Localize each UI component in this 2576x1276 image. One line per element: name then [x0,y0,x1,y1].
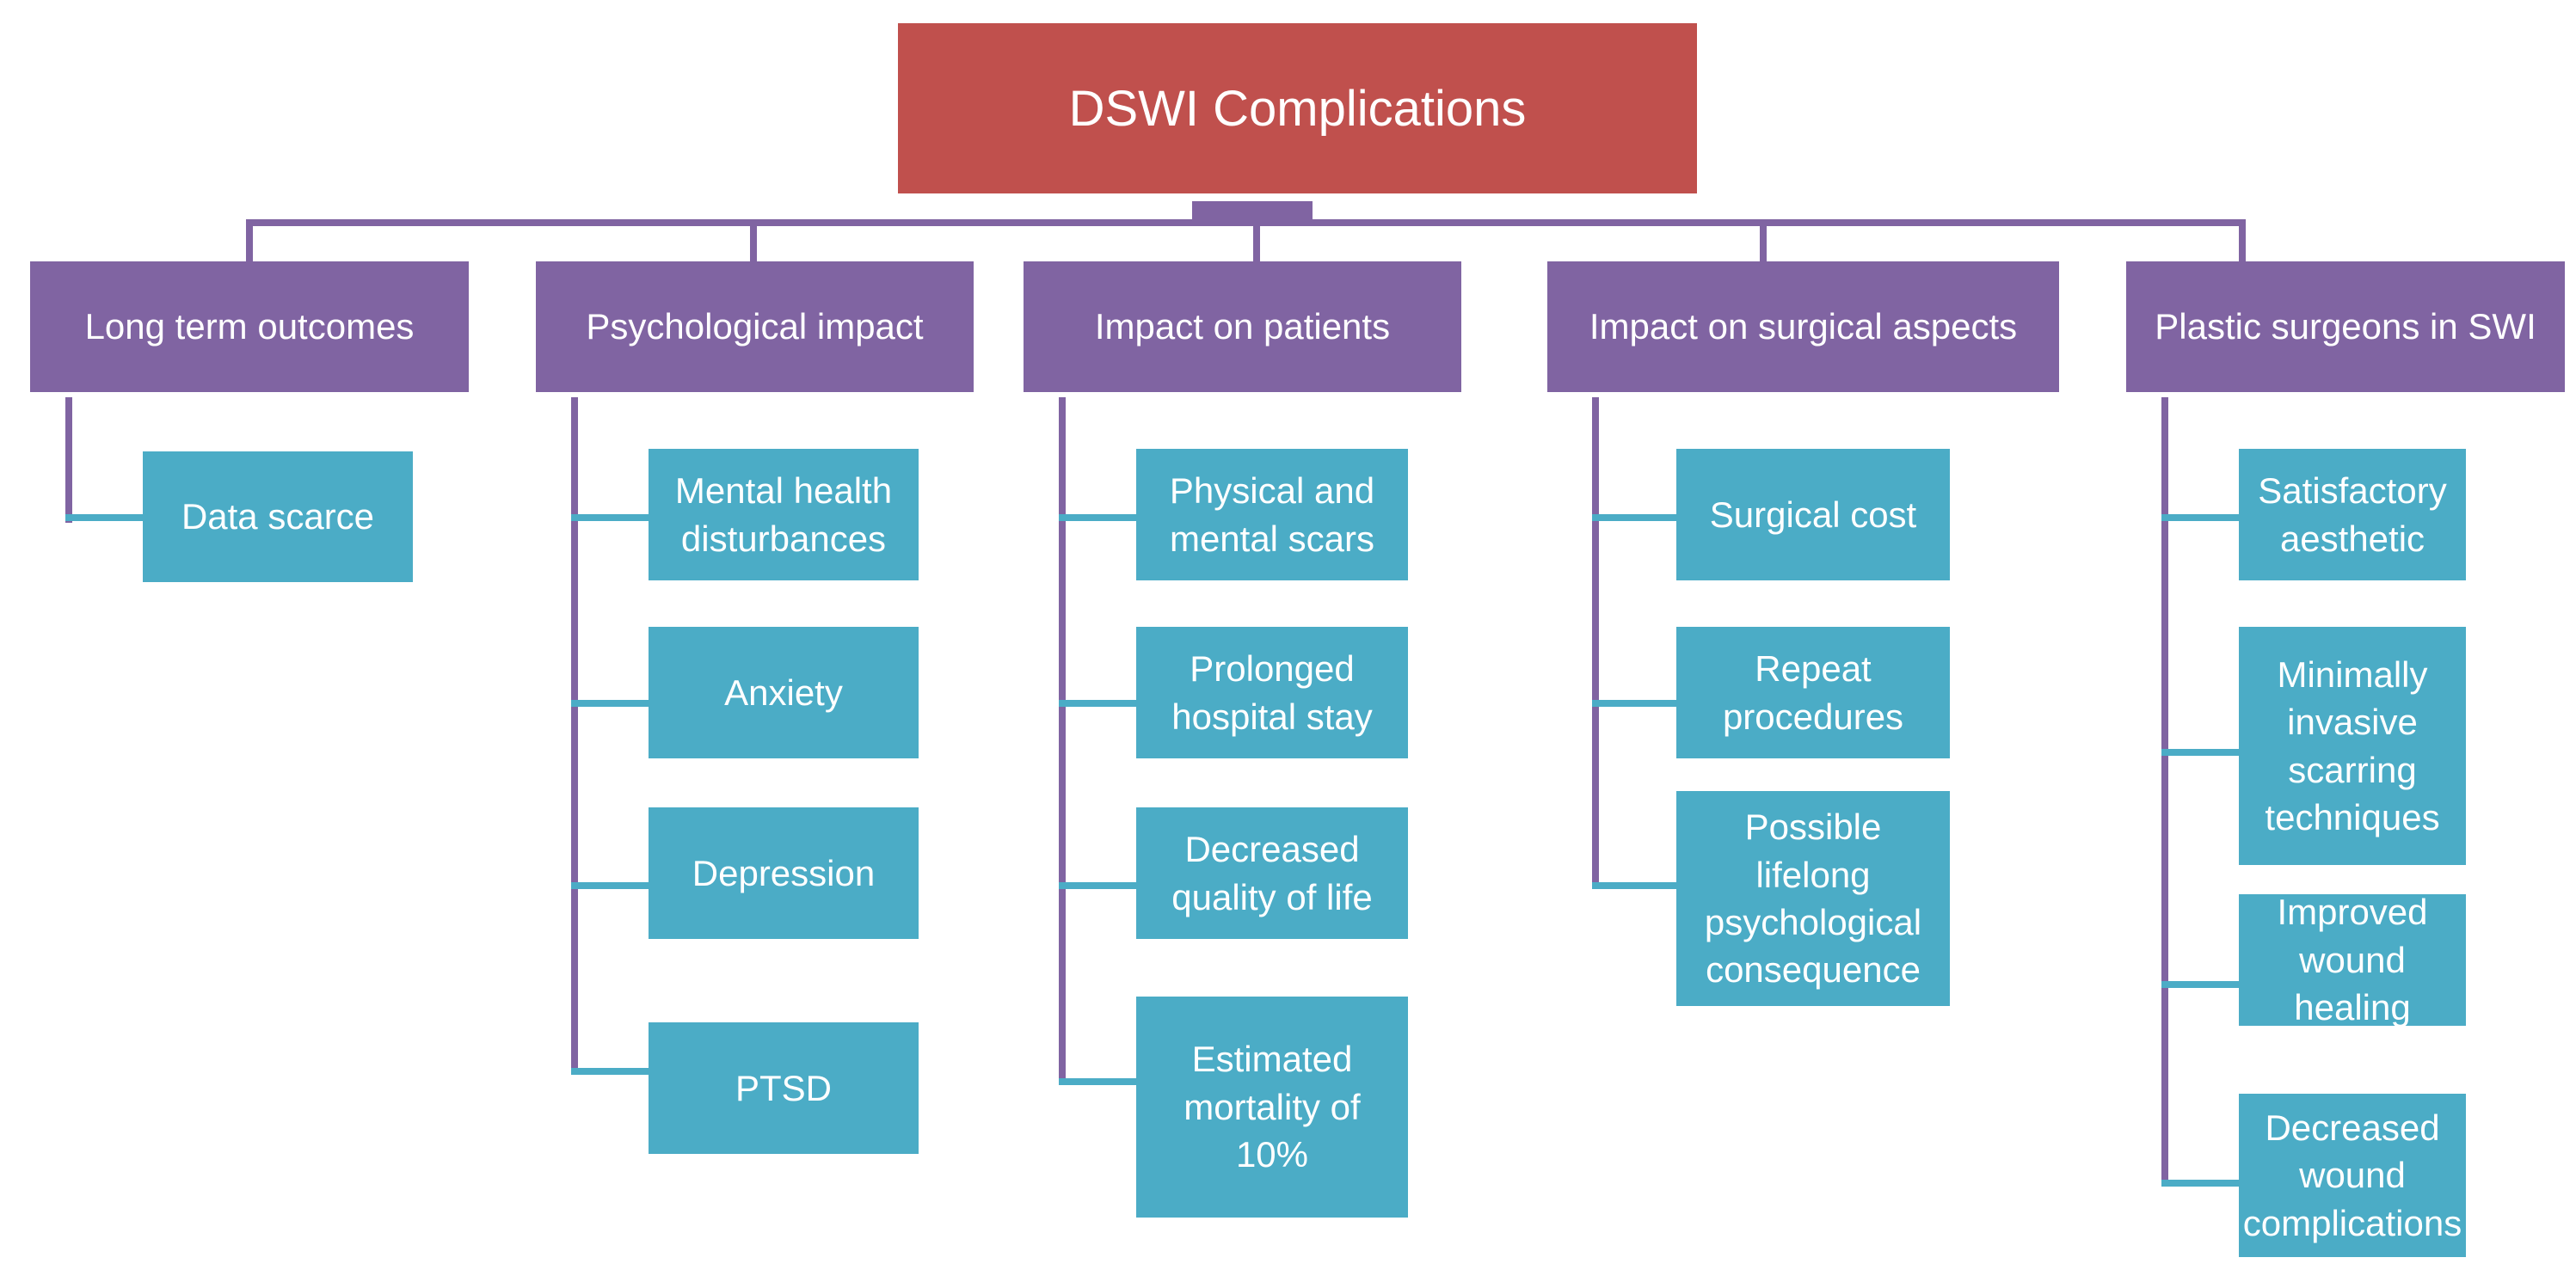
item-improved-wound-healing: Improved wound healing [2239,892,2466,1028]
item-anxiety: Anxiety [649,627,919,758]
category-label: Psychological impact [586,306,924,347]
item-surgical-cost: Surgical cost [1676,449,1950,580]
item-label: Estimated mortality of 10% [1183,1039,1361,1175]
item-connector [1059,514,1136,521]
item-label: Possible lifelong psychological conseque… [1704,807,1922,991]
category-plastic-surgeons-in-swi: Plastic surgeons in SWI [2126,261,2565,392]
item-mental-health-disturbances: Mental health disturbances [649,449,919,580]
item-label: Anxiety [724,672,843,713]
item-connector [2161,981,2239,988]
item-connector [1059,1078,1136,1085]
item-label: Repeat procedures [1722,648,1904,737]
item-data-scarce: Data scarce [143,451,413,582]
item-possible-lifelong-psychological-consequence: Possible lifelong psychological conseque… [1676,791,1950,1006]
item-label: Decreased wound complications [2242,1107,2462,1243]
item-satisfactory-aesthetic: Satisfactory aesthetic [2239,449,2466,580]
item-decreased-wound-complications: Decreased wound complications [2239,1094,2466,1257]
category-label: Impact on surgical aspects [1589,306,2018,347]
branch-line-5 [2161,397,2168,1187]
item-label: Surgical cost [1709,494,1917,535]
root-label: DSWI Complications [1068,80,1527,137]
drop-line-1 [246,219,253,261]
drop-line-2 [750,219,757,261]
item-connector [2161,749,2239,756]
item-physical-and-mental-scars: Physical and mental scars [1136,449,1408,580]
item-label: PTSD [735,1067,832,1108]
category-label: Impact on patients [1094,306,1391,347]
item-label: Depression [692,852,876,893]
item-prolonged-hospital-stay: Prolonged hospital stay [1136,627,1408,758]
item-minimally-invasive-scarring-techniques: Minimally invasive scarring techniques [2239,627,2466,865]
drop-line-5 [2239,219,2246,261]
item-decreased-quality-of-life: Decreased quality of life [1136,807,1408,939]
item-connector [1592,700,1676,707]
item-estimated-mortality: Estimated mortality of 10% [1136,997,1408,1218]
item-connector [571,700,649,707]
item-connector [2161,514,2239,521]
item-depression: Depression [649,807,919,939]
drop-line-3 [1253,219,1260,261]
item-label: Satisfactory aesthetic [2258,470,2447,559]
drop-line-4 [1760,219,1767,261]
item-label: Prolonged hospital stay [1171,648,1373,737]
item-connector [1592,514,1676,521]
item-connector [571,514,649,521]
root-horizontal-line [246,219,2246,226]
item-connector [571,1068,649,1075]
category-label: Long term outcomes [84,306,415,347]
category-impact-on-patients: Impact on patients [1024,261,1461,392]
item-label: Data scarce [181,496,375,537]
item-label: Minimally invasive scarring techniques [2265,653,2440,837]
item-label: Decreased quality of life [1171,829,1373,917]
branch-line-3 [1059,397,1066,1085]
category-label: Plastic surgeons in SWI [2155,306,2536,347]
item-label: Mental health disturbances [674,470,893,559]
item-connector [1059,700,1136,707]
item-repeat-procedures: Repeat procedures [1676,627,1950,758]
branch-line-1 [65,397,72,523]
item-connector [1592,882,1676,889]
item-connector [65,514,143,521]
branch-line-2 [571,397,578,1075]
item-connector [2161,1180,2239,1187]
item-connector [571,882,649,889]
root-node: DSWI Complications [898,23,1697,193]
item-connector [1059,882,1136,889]
item-ptsd: PTSD [649,1022,919,1154]
category-impact-on-surgical-aspects: Impact on surgical aspects [1547,261,2059,392]
category-psychological-impact: Psychological impact [536,261,974,392]
item-label: Improved wound healing [2277,892,2428,1028]
item-label: Physical and mental scars [1169,470,1375,559]
category-long-term-outcomes: Long term outcomes [30,261,469,392]
branch-line-4 [1592,397,1599,889]
